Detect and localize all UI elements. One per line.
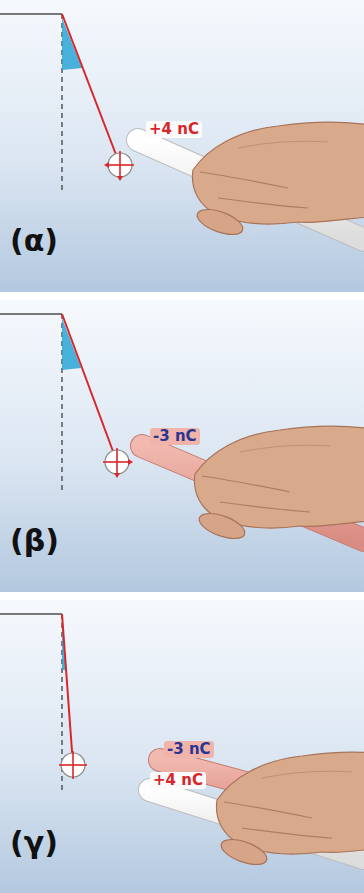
charge-label: +4 nC	[150, 772, 206, 789]
charge-label: +4 nC	[146, 121, 202, 138]
panel-label: (α)	[10, 224, 58, 257]
panel-beta	[0, 300, 364, 592]
panel-label: (γ)	[10, 826, 58, 859]
panel-alpha	[0, 0, 364, 292]
charge-label: -3 nC	[164, 741, 214, 758]
panel-label: (β)	[10, 524, 59, 557]
panel-gamma	[0, 600, 364, 893]
charge-label: -3 nC	[150, 428, 200, 445]
